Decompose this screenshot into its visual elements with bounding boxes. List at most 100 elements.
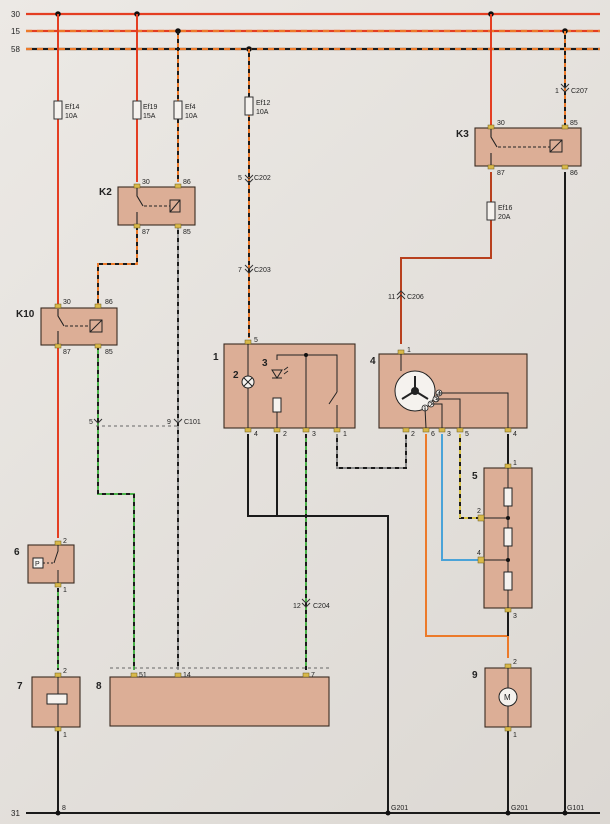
bus-58-label: 58: [11, 45, 20, 54]
svg-text:2: 2: [429, 402, 433, 409]
svg-text:30: 30: [497, 120, 505, 127]
svg-text:1: 1: [555, 88, 559, 95]
component-9-label: 9: [472, 670, 478, 681]
ground-g101-label: G101: [567, 805, 584, 812]
svg-text:5: 5: [238, 175, 242, 182]
component-1-label: 1: [213, 352, 219, 363]
svg-text:85: 85: [570, 120, 578, 127]
svg-text:20A: 20A: [498, 214, 511, 221]
fuse-ef16: Ef16 20A: [486, 201, 513, 221]
relay-k2-label: K2: [99, 187, 112, 198]
relay-k2: K2 30 86 87 85: [99, 179, 196, 236]
svg-text:1: 1: [343, 431, 347, 438]
pressure-symbol: P: [35, 561, 40, 568]
svg-text:7: 7: [238, 267, 242, 274]
svg-text:2: 2: [63, 668, 67, 675]
svg-text:86: 86: [105, 299, 113, 306]
svg-text:86: 86: [183, 179, 191, 186]
svg-text:Ef14: Ef14: [65, 104, 80, 111]
svg-text:5: 5: [465, 431, 469, 438]
relay-k3: K3 30 85 87 86: [456, 120, 582, 177]
component-4-switch: 4 1 2 6 3 5 4 1 2 3 4: [370, 347, 528, 438]
connector-c101: 5 9 C101: [89, 418, 201, 426]
component-5-resistor-block: 5 1 2 4 3: [472, 460, 533, 620]
led-3: 3: [262, 358, 289, 413]
relay-k10-label: K10: [16, 309, 35, 320]
svg-text:10A: 10A: [185, 113, 198, 120]
bus-15-label: 15: [11, 27, 20, 36]
component-4-label: 4: [370, 356, 376, 367]
svg-text:5: 5: [89, 419, 93, 426]
svg-text:C202: C202: [254, 175, 271, 182]
svg-text:14: 14: [183, 672, 191, 679]
svg-text:3: 3: [312, 431, 316, 438]
svg-text:Ef16: Ef16: [498, 205, 513, 212]
svg-text:6: 6: [431, 431, 435, 438]
svg-text:C207: C207: [571, 88, 588, 95]
svg-text:3: 3: [447, 431, 451, 438]
svg-text:10A: 10A: [256, 109, 269, 116]
component-8-module: 8 51 14 7: [96, 667, 330, 727]
bulb-2: 2: [233, 370, 255, 389]
svg-text:2: 2: [513, 659, 517, 666]
connector-c203: 7 C203: [238, 264, 271, 274]
svg-text:4: 4: [513, 431, 517, 438]
svg-text:2: 2: [411, 431, 415, 438]
component-1: 1 5 4 2 3 1: [213, 337, 356, 438]
svg-text:2: 2: [477, 508, 481, 515]
fuse-ef12: Ef12 10A: [244, 96, 271, 116]
ground-8-label: 8: [62, 805, 66, 812]
component-6-switch: 6 2 1 P: [14, 538, 75, 594]
svg-text:4: 4: [477, 550, 481, 557]
svg-text:87: 87: [142, 229, 150, 236]
svg-text:3: 3: [434, 397, 438, 404]
svg-text:Ef4: Ef4: [185, 104, 196, 111]
svg-text:85: 85: [183, 229, 191, 236]
ground-g201-label: G201: [391, 805, 408, 812]
svg-text:1: 1: [63, 732, 67, 739]
component-7: 7 2 1: [17, 668, 81, 739]
led-3-label: 3: [262, 358, 268, 369]
svg-text:C204: C204: [313, 603, 330, 610]
svg-text:1: 1: [513, 732, 517, 739]
connector-c202: 5 C202: [238, 174, 271, 184]
svg-text:11: 11: [388, 294, 395, 301]
connector-c204: 12 C204: [293, 598, 330, 610]
fuse-ef19: Ef19 15A: [132, 100, 158, 120]
svg-text:Ef12: Ef12: [256, 100, 271, 107]
svg-text:10A: 10A: [65, 113, 78, 120]
svg-text:3: 3: [513, 613, 517, 620]
svg-text:86: 86: [570, 170, 578, 177]
fuse-ef4: Ef4 10A: [173, 100, 198, 120]
fuse-ef14: Ef14 10A: [53, 100, 80, 120]
svg-text:9: 9: [167, 419, 171, 426]
svg-text:85: 85: [105, 349, 113, 356]
bulb-2-label: 2: [233, 370, 239, 381]
svg-text:30: 30: [63, 299, 71, 306]
svg-text:5: 5: [254, 337, 258, 344]
svg-text:Ef19: Ef19: [143, 104, 158, 111]
svg-text:1: 1: [407, 347, 411, 354]
svg-text:C203: C203: [254, 267, 271, 274]
svg-text:7: 7: [311, 672, 315, 679]
relay-k3-label: K3: [456, 129, 469, 140]
ground-g201-label-2: G201: [511, 805, 528, 812]
bus-31-label: 31: [11, 809, 20, 818]
motor-symbol: M: [504, 693, 511, 702]
svg-text:12: 12: [293, 603, 301, 610]
svg-text:1: 1: [513, 460, 517, 467]
switch-contacts: 1 2 3 4: [421, 389, 443, 413]
svg-text:87: 87: [63, 349, 71, 356]
svg-text:4: 4: [437, 391, 441, 398]
svg-text:2: 2: [63, 538, 67, 545]
svg-text:2: 2: [283, 431, 287, 438]
connector-c207: 1 C207: [555, 83, 588, 95]
component-8-label: 8: [96, 681, 102, 692]
svg-text:1: 1: [63, 587, 67, 594]
component-6-label: 6: [14, 547, 20, 558]
svg-text:15A: 15A: [143, 113, 156, 120]
bus-30-label: 30: [11, 10, 20, 19]
svg-text:C206: C206: [407, 294, 424, 301]
